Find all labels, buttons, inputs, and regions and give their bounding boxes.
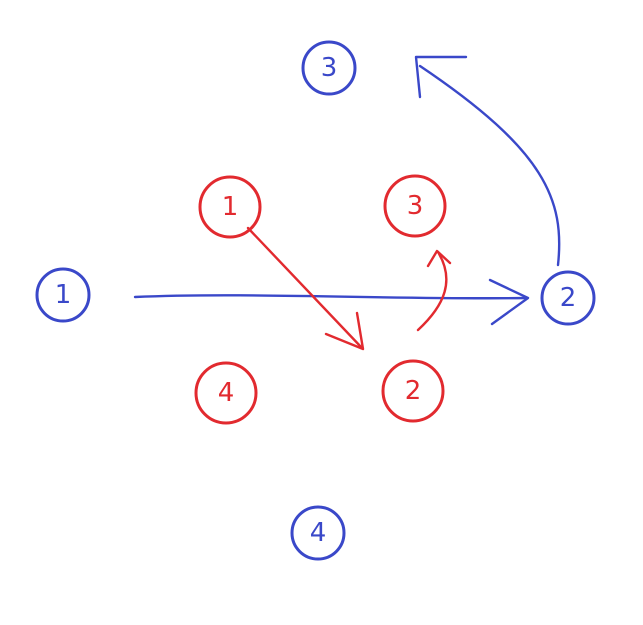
arrow-red-1-to-2 [246,226,364,350]
node-blue-1: 1 [35,267,91,323]
arrow-blue-2-to-3 [418,64,561,267]
node-label: 1 [222,192,239,222]
node-label: 4 [218,378,235,408]
arrowhead-blue-2-to-3 [414,55,468,99]
node-red-1: 1 [198,175,262,239]
node-red-4: 4 [194,361,258,425]
node-label: 1 [55,280,72,310]
node-red-3: 3 [383,174,447,238]
arrowhead-red-1-to-2 [324,311,365,351]
node-label: 2 [560,283,577,313]
arrowhead-red-2-to-3 [426,249,452,268]
node-ring [301,40,357,96]
node-ring [383,174,447,238]
nodes-layer: 1 2 3 4 1 2 3 4 [35,40,596,561]
node-ring [290,505,346,561]
node-label: 2 [405,376,422,406]
node-ring [194,361,258,425]
node-ring [540,270,596,326]
arrow-blue-1-to-2 [133,294,528,300]
node-blue-2: 2 [540,270,596,326]
node-ring [381,359,445,423]
node-label: 4 [310,518,327,548]
node-label: 3 [321,53,338,83]
node-ring [198,175,262,239]
node-red-2: 2 [381,359,445,423]
arrow-red-2-to-3 [416,250,448,332]
node-blue-3: 3 [301,40,357,96]
node-blue-4: 4 [290,505,346,561]
arrows-layer [133,55,561,351]
node-label: 3 [407,191,424,221]
arrowhead-blue-1-to-2 [488,278,530,326]
node-ring [35,267,91,323]
